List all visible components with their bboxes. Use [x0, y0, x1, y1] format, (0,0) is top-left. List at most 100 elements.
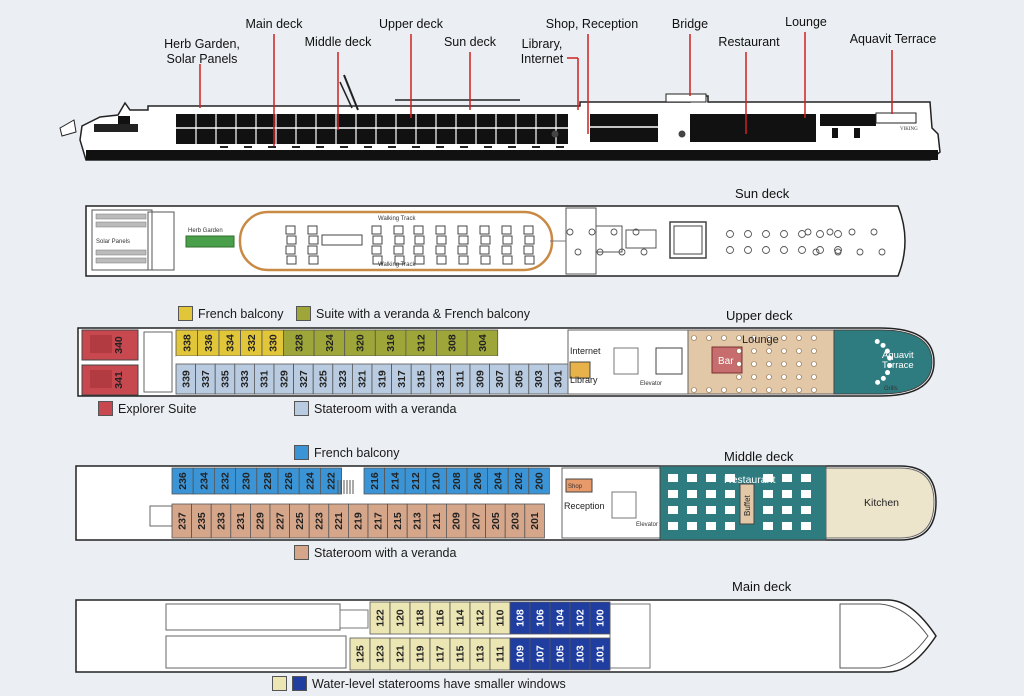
cabin-number: 207: [470, 512, 482, 530]
label-shop: Shop, Reception: [545, 17, 639, 31]
legend-swatch: [98, 401, 113, 416]
legend-text: Stateroom with a veranda: [314, 545, 457, 560]
cabin-number: 331: [259, 370, 271, 388]
cabin-number: 224: [304, 472, 316, 490]
legend-swatch: [292, 676, 307, 691]
legend-stateroom-veranda-middle: Stateroom with a veranda: [294, 545, 456, 560]
legend-text: French balcony: [314, 445, 400, 460]
middle-deck-title: Middle deck: [724, 449, 794, 464]
cabin-number: 328: [293, 334, 305, 352]
cabin-number: 335: [220, 370, 232, 388]
shop-label: Shop: [568, 484, 583, 490]
cabin-number: 103: [575, 645, 587, 663]
cabin-number: 312: [416, 334, 428, 352]
internet-label: Internet: [570, 346, 601, 356]
grills-label: Grills: [884, 386, 898, 392]
cabin-number: 104: [555, 609, 567, 627]
cabin-number: 122: [375, 609, 387, 627]
herb-garden-label: Herb Garden: [188, 228, 223, 234]
cabin-number: 236: [177, 472, 189, 490]
cabin-number: 304: [477, 334, 489, 352]
kitchen-label: Kitchen: [864, 497, 899, 509]
cabin-number: 217: [372, 512, 384, 530]
lounge-label: Lounge: [742, 334, 779, 346]
cabin-340: 340: [113, 336, 125, 354]
cabin-number: 230: [241, 472, 253, 490]
cabin-number: 336: [203, 334, 215, 352]
cabin-222: [319, 467, 342, 495]
cabin-number: 102: [575, 609, 587, 627]
label-upper: Upper deck: [379, 17, 443, 31]
restaurant-label: Restaurant: [724, 474, 775, 486]
sun-deck-plan: Solar Panels Herb Garden Walking Track W…: [85, 205, 906, 277]
cabin-number: 303: [533, 370, 545, 388]
walking-track-top: Walking Track: [378, 216, 416, 222]
cabin-number: 324: [324, 334, 336, 352]
cabin-number: 305: [514, 370, 526, 388]
label-herb: Herb Garden,Solar Panels: [164, 37, 240, 66]
cabin-number: 202: [513, 472, 525, 490]
cabin-308: [436, 329, 468, 357]
cabin-number: 120: [395, 609, 407, 627]
legend-text: Explorer Suite: [118, 401, 197, 416]
sun-deck-title: Sun deck: [735, 186, 790, 201]
cabin-number: 223: [314, 512, 326, 530]
cabin-number: 320: [355, 334, 367, 352]
cabin-number: 108: [515, 609, 527, 627]
legend-french-balcony: French balcony: [178, 306, 283, 321]
cabin-number: 206: [472, 472, 484, 490]
cabin-number: 212: [410, 472, 422, 490]
cabin-number: 119: [415, 645, 427, 662]
cabin-number: 118: [415, 609, 427, 626]
cabin-number: 200: [534, 472, 546, 490]
label-aquavit: Aquavit Terrace: [849, 32, 937, 46]
cabin-number: 308: [446, 334, 458, 352]
cabin-number: 327: [298, 370, 310, 388]
library-label: Library: [570, 375, 598, 385]
cabin-number: 213: [412, 512, 424, 530]
cabin-number: 105: [555, 645, 567, 663]
cabin-number: 209: [451, 512, 463, 530]
label-sun: Sun deck: [443, 35, 497, 49]
legend-text: Stateroom with a veranda: [314, 401, 457, 416]
ship-name: VIKING: [900, 127, 918, 132]
cabin-200: [528, 467, 550, 495]
cabin-number: 111: [495, 646, 507, 663]
cabin-number: 222: [326, 472, 338, 490]
reception-label: Reception: [564, 501, 605, 511]
legend-swatch: [294, 545, 309, 560]
label-main: Main deck: [245, 17, 303, 31]
cabin-304: [466, 329, 499, 357]
cabin-number: 301: [553, 370, 565, 388]
cabin-number: 338: [181, 334, 193, 352]
cabin-number: 115: [455, 645, 467, 662]
label-bridge: Bridge: [671, 17, 709, 31]
cabin-312: [405, 329, 437, 357]
cabin-number: 330: [267, 334, 279, 352]
cabin-number: 323: [337, 370, 349, 388]
legend-text: Suite with a veranda & French balcony: [316, 306, 531, 321]
label-restaurant: Restaurant: [718, 35, 780, 49]
cabin-number: 234: [198, 472, 210, 490]
cabin-number: 321: [357, 370, 369, 388]
cabin-number: 229: [255, 512, 267, 530]
cabin-number: 221: [333, 512, 345, 530]
cabin-number: 215: [392, 512, 404, 530]
cabin-number: 219: [353, 512, 365, 530]
legend-french-balcony-middle: French balcony: [294, 445, 399, 460]
cabin-number: 201: [529, 512, 541, 530]
cabin-341: 341: [113, 371, 125, 389]
label-middle: Middle deck: [304, 35, 372, 49]
cabin-number: 315: [416, 370, 428, 388]
cabin-number: 332: [246, 334, 258, 352]
legend-suite-veranda: Suite with a veranda & French balcony: [296, 306, 530, 321]
legend-swatch: [294, 445, 309, 460]
cabin-number: 226: [283, 472, 295, 490]
cabin-number: 225: [294, 512, 306, 530]
cabin-number: 231: [235, 512, 247, 530]
walking-track-bottom: Walking Track: [378, 262, 416, 268]
ship-profile: VIKING: [59, 74, 941, 161]
